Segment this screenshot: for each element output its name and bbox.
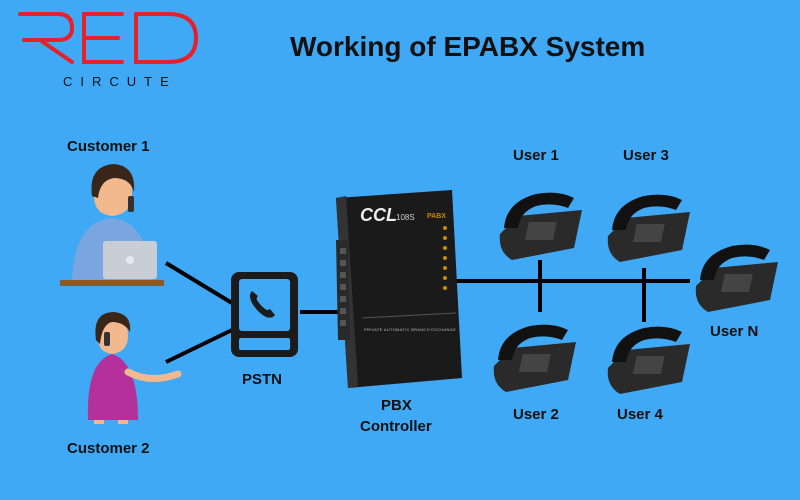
pbx-model-text: 108S [396,213,415,222]
red-logo-icon [18,12,199,64]
pstn-label: PSTN [242,371,283,388]
pbx-brand-text: CCL [360,205,397,225]
user-n-label: User N [710,323,759,340]
pbx-box-icon [336,190,462,388]
customer2-link [165,328,233,364]
pbx-label-line2: Controller [360,418,432,435]
user-1-label: User 1 [513,147,559,164]
pstn-phone-icon [231,272,298,357]
user-4-label: User 4 [617,406,663,423]
user-2-phone-icon [493,324,576,392]
pbx-tag-text: PABX [427,213,446,220]
customer1-link [164,261,234,305]
user-4-phone-icon [607,326,690,394]
user-3-label: User 3 [623,147,669,164]
user-3-phone-icon [607,194,690,262]
customer-2-label: Customer 2 [67,440,150,457]
customer-2-figure-icon [87,312,182,424]
user-n-phone-icon [695,244,778,312]
pbx-caption-text: PRIVATE AUTOMATIC BRANCH EXCHANGE [364,327,457,332]
user-1-phone-icon [499,192,582,260]
pbx-label-line1: PBX [381,397,412,414]
brand-subtitle: CIRCUTE [63,74,177,89]
customer-1-figure-icon [60,164,164,286]
diagram-title: Working of EPABX System [290,31,646,62]
customer-1-label: Customer 1 [67,138,150,155]
user-2-label: User 2 [513,406,559,423]
